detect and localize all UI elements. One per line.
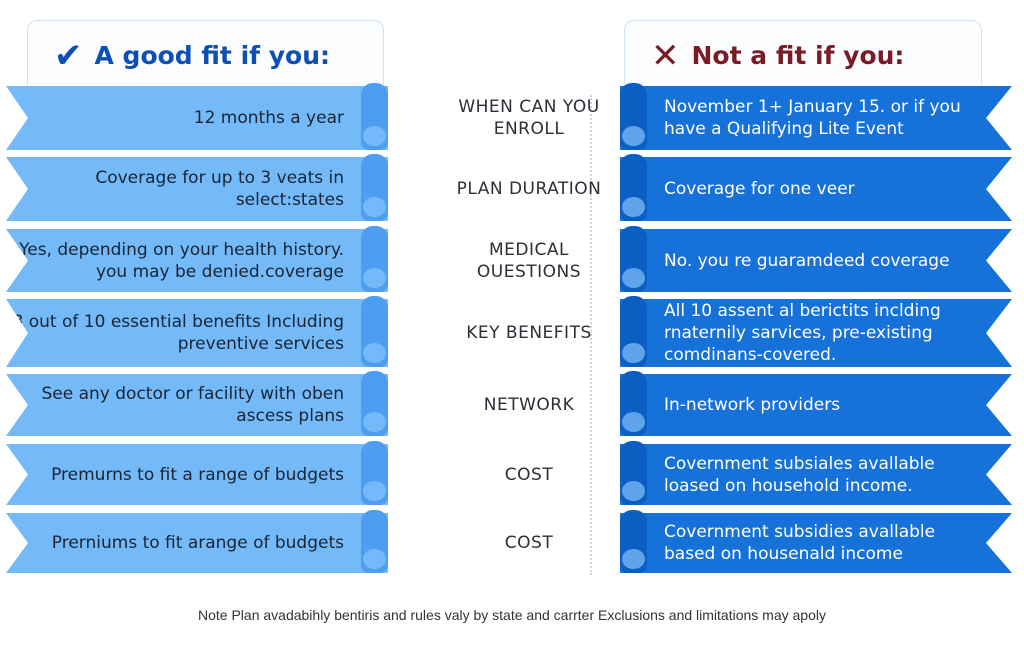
not-fit-text: Covernment subsiales avallable loased on… <box>664 453 935 496</box>
good-fit-ribbon: Yes, depending on your health history. y… <box>6 229 388 292</box>
ribbon-curl <box>620 83 647 150</box>
not-fit-text: No. you re guaramdeed coverage <box>664 250 950 271</box>
row-category-label: PLAN DURATION <box>456 179 602 199</box>
not-fit-title: Not a fit if you: <box>691 41 905 70</box>
footnote: Note Plan avadabihly bentiris and rules … <box>198 607 826 623</box>
good-fit-header: ✔ A good fit if you: <box>27 20 384 90</box>
ribbon-curl <box>620 441 647 505</box>
not-fit-text: Covernment subsidies avallable based on … <box>664 522 936 564</box>
ribbon-curl <box>620 226 647 292</box>
check-icon: ✔ <box>54 35 83 76</box>
row-category-label: NETWORK <box>483 395 575 415</box>
not-fit-header: ✕ Not a fit if you: <box>624 20 982 90</box>
comparison-row: See any doctor or facility with oben asc… <box>0 371 1024 436</box>
ribbon-curl <box>361 83 388 150</box>
comparison-row: 8 out of 10 essential benefits Including… <box>0 296 1024 367</box>
not-fit-text: All 10 assent al berictits inclding rnat… <box>664 301 941 365</box>
good-fit-ribbon: See any doctor or facility with oben asc… <box>6 374 388 436</box>
good-fit-text: Coverage for up to 3 veats in select:sta… <box>95 168 344 210</box>
good-fit-text: Prerniums to fit arange of budgets <box>51 533 344 553</box>
not-fit-ribbon: Covernment subsiales avallable loased on… <box>620 444 1012 505</box>
comparison-row: 12 months a year WHEN CAN YOU ENROLL Nov… <box>0 83 1024 150</box>
ribbon-curl <box>361 510 388 573</box>
good-fit-text: Premurns to fit a range of budgets <box>51 464 344 485</box>
good-fit-text: 8 out of 10 essential benefits Including… <box>12 312 344 354</box>
not-fit-ribbon: Covernment subsidies avallable based on … <box>620 513 1012 573</box>
comparison-row: Prerniums to fit arange of budgets COST … <box>0 510 1024 573</box>
ribbon-curl <box>361 296 388 367</box>
comparison-row: Premurns to fit a range of budgets COST … <box>0 441 1024 505</box>
not-fit-text: In-network providers <box>664 395 841 415</box>
center-divider <box>590 95 592 575</box>
row-category-label: COST <box>504 464 554 485</box>
ribbon-curl <box>620 154 647 221</box>
good-fit-ribbon: Prerniums to fit arange of budgets <box>6 513 388 573</box>
comparison-row: Yes, depending on your health history. y… <box>0 226 1024 292</box>
not-fit-ribbon: No. you re guaramdeed coverage <box>620 229 1012 292</box>
good-fit-ribbon: Premurns to fit a range of budgets <box>6 444 388 505</box>
ribbon-curl <box>361 154 388 221</box>
good-fit-title: A good fit if you: <box>94 41 331 70</box>
good-fit-text: 12 months a year <box>193 108 344 128</box>
good-fit-text: Yes, depending on your health history. y… <box>19 239 344 282</box>
good-fit-text: See any doctor or facility with oben asc… <box>41 384 344 426</box>
not-fit-text: Coverage for one veer <box>664 179 855 199</box>
row-category-label: COST <box>504 533 554 553</box>
ribbon-curl <box>361 226 388 292</box>
not-fit-ribbon: All 10 assent al berictits inclding rnat… <box>620 299 1012 367</box>
comparison-row: Coverage for up to 3 veats in select:sta… <box>0 154 1024 221</box>
row-category-label: KEY BENEFITS <box>466 323 592 343</box>
row-category-label: WHEN CAN YOU ENROLL <box>458 97 600 139</box>
not-fit-text: November 1+ January 15. or if you have a… <box>664 97 961 139</box>
not-fit-ribbon: In-network providers <box>620 374 1012 436</box>
x-icon: ✕ <box>651 35 680 76</box>
good-fit-ribbon: 8 out of 10 essential benefits Including… <box>6 299 388 367</box>
ribbon-curl <box>361 441 388 505</box>
ribbon-curl <box>620 510 647 573</box>
row-category-label: MEDICAL OUESTIONS <box>476 239 582 282</box>
good-fit-ribbon: 12 months a year <box>6 86 388 150</box>
good-fit-ribbon: Coverage for up to 3 veats in select:sta… <box>6 157 388 221</box>
ribbon-curl <box>361 371 388 436</box>
ribbon-curl <box>620 296 647 367</box>
not-fit-ribbon: Coverage for one veer <box>620 157 1012 221</box>
ribbon-curl <box>620 371 647 436</box>
not-fit-ribbon: November 1+ January 15. or if you have a… <box>620 86 1012 150</box>
